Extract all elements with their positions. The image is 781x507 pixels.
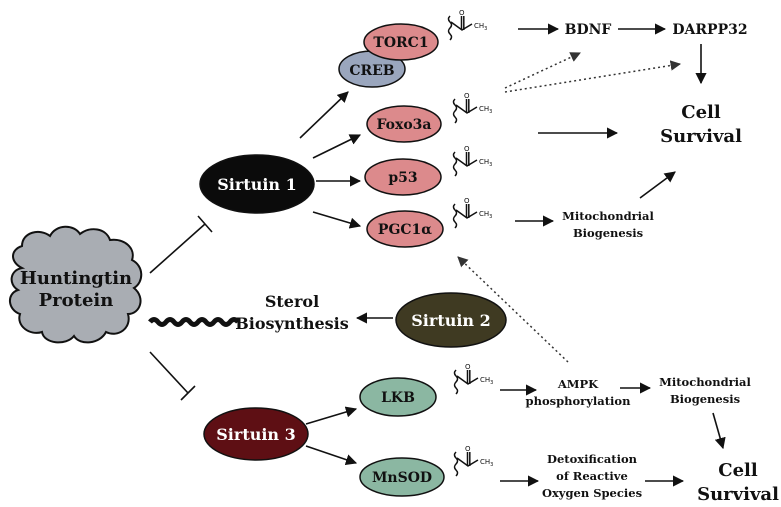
arrow-sirtuin1-foxo3a: [312, 134, 362, 159]
mito-bottom-line1: Mitochondrial: [659, 375, 751, 389]
ampk-line1: AMPK: [557, 377, 599, 391]
sirtuin3-node: Sirtuin 3: [203, 407, 309, 461]
sterol-line1: Sterol: [265, 292, 319, 311]
huntingtin-inhibits-sirtuin3: [149, 351, 196, 401]
dotted-arrow-foxo3a-bdnf: [504, 52, 581, 89]
mito-top-line2: Biogenesis: [573, 226, 643, 240]
svg-text:CH3: CH3: [480, 458, 493, 468]
pgc1a-label: PGC1α: [378, 222, 432, 238]
lkb-label: LKB: [381, 390, 415, 406]
inhibition-squiggle: [148, 317, 240, 327]
acetyl-torc1-icon: O CH3: [447, 9, 487, 41]
sirtuin2-ellipse: [395, 292, 507, 348]
sirtuin1-node: Sirtuin 1: [199, 154, 315, 214]
mito-bottom-line2: Biogenesis: [670, 392, 740, 406]
sirtuin1-ellipse: [199, 154, 315, 214]
foxo3a-node: Foxo3a: [366, 105, 442, 143]
detox-line3: Oxygen Species: [542, 486, 642, 500]
detox-line2: of Reactive: [556, 469, 628, 483]
ampk-line2: phosphorylation: [526, 394, 632, 408]
dotted-arrow-ampk-pgc1a: [457, 256, 569, 363]
sirtuin1-label: Sirtuin 1: [217, 175, 297, 194]
cell-survival-top-line1: Cell: [681, 102, 721, 123]
mnsod-node: MnSOD: [359, 457, 445, 497]
detox-line1: Detoxification: [547, 452, 638, 466]
arrow-sirtuin1-pgc1a: [312, 211, 362, 229]
darpp32-label: DARPP32: [672, 22, 747, 38]
torc1-ellipse: [363, 23, 439, 61]
svg-text:CH3: CH3: [474, 22, 487, 32]
sirtuin2-node: Sirtuin 2: [395, 292, 507, 348]
acetyl-pgc1a-icon: O CH3: [452, 197, 492, 229]
sirtuin3-label: Sirtuin 3: [216, 425, 296, 444]
acetyl-mnsod-icon: O CH3: [453, 445, 493, 477]
svg-text:O: O: [464, 92, 470, 100]
creb-node: CREB: [338, 50, 406, 88]
acetyl-foxo3a-icon: O CH3: [452, 92, 492, 124]
torc1-node: TORC1: [363, 23, 439, 61]
pgc1a-node: PGC1α: [366, 210, 444, 248]
arrow-mito-cell-survival-bottom: [712, 412, 726, 450]
dotted-arrow-foxo3a-darpp32: [504, 60, 682, 93]
cell-survival-top-line2: Survival: [660, 126, 742, 147]
huntingtin-inhibits-sirtuin1: [149, 215, 213, 274]
huntingtin-label-line2: Protein: [39, 290, 114, 311]
sirtuin2-label: Sirtuin 2: [411, 311, 491, 330]
svg-text:O: O: [464, 197, 470, 205]
mnsod-ellipse: [359, 457, 445, 497]
p53-node: p53: [364, 158, 442, 196]
cloud-shape: [9, 225, 143, 344]
cell-survival-bottom-line1: Cell: [718, 460, 758, 481]
foxo3a-ellipse: [366, 105, 442, 143]
arrow-sirtuin1-creb: [299, 91, 349, 139]
pgc1a-ellipse: [366, 210, 444, 248]
huntingtin-label-line1: Huntingtin: [20, 268, 132, 289]
acetyl-lkb-icon: O CH3: [453, 363, 493, 395]
sterol-line2: Biosynthesis: [235, 314, 349, 333]
cell-survival-bottom-line2: Survival: [697, 484, 779, 505]
lkb-node: LKB: [359, 377, 437, 417]
creb-label: CREB: [349, 63, 394, 79]
p53-ellipse: [364, 158, 442, 196]
lkb-ellipse: [359, 377, 437, 417]
svg-text:CH3: CH3: [479, 105, 492, 115]
svg-text:CH3: CH3: [480, 376, 493, 386]
arrow-sirtuin3-lkb: [305, 406, 358, 425]
mnsod-label: MnSOD: [372, 470, 432, 486]
acetyl-p53-icon: O CH3: [452, 145, 492, 177]
svg-text:CH3: CH3: [479, 210, 492, 220]
svg-text:O: O: [465, 445, 471, 453]
bdnf-label: BDNF: [565, 22, 612, 38]
svg-text:O: O: [465, 363, 471, 371]
arrow-sirtuin3-mnsod: [305, 445, 358, 466]
torc1-label: TORC1: [373, 35, 428, 51]
svg-text:O: O: [464, 145, 470, 153]
huntingtin-protein-node: Huntingtin Protein: [9, 225, 143, 344]
foxo3a-label: Foxo3a: [376, 117, 431, 133]
svg-text:CH3: CH3: [479, 158, 492, 168]
p53-label: p53: [388, 170, 417, 186]
arrow-mito-cell-survival: [639, 171, 676, 199]
svg-text:O: O: [459, 9, 465, 17]
mito-top-line1: Mitochondrial: [562, 209, 654, 223]
sirtuin3-ellipse: [203, 407, 309, 461]
